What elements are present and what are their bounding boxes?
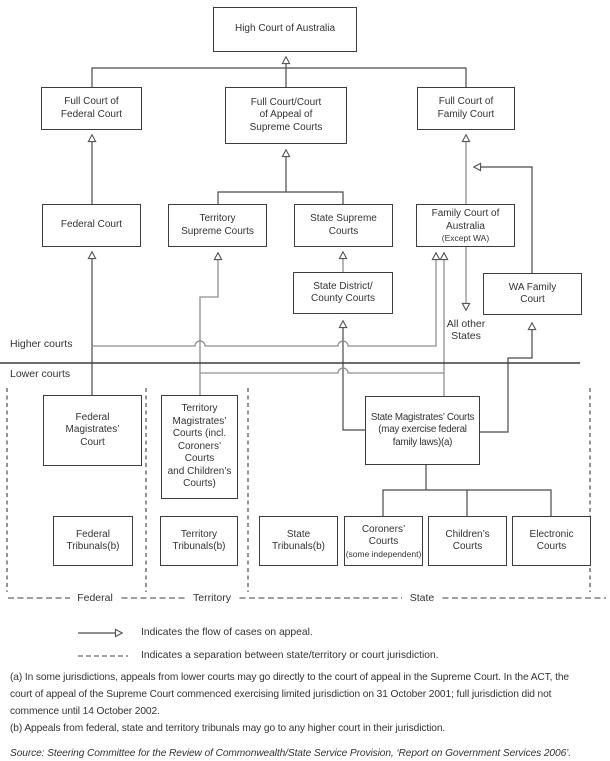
box-label: Full Court of Federal Court bbox=[60, 96, 123, 120]
lower-courts-label: Lower courts bbox=[10, 368, 71, 380]
box-state-magistrates-courts: State Magistrates’ Courts (may exercise … bbox=[365, 396, 480, 465]
box-territory-magistrates-courts: Territory Magistrates’ Courts (incl. Cor… bbox=[161, 395, 238, 499]
region-label-federal: Federal bbox=[70, 592, 120, 604]
box-label: State District/ County Courts bbox=[311, 280, 375, 305]
box-wa-family-court: WA Family Court bbox=[483, 273, 582, 315]
box-label: Coroners’ Courts bbox=[361, 523, 406, 548]
box-label: Full Court/Court of Appeal of Supreme Co… bbox=[249, 96, 323, 133]
box-state-supreme-courts: State Supreme Courts bbox=[294, 204, 393, 247]
box-coroners-courts: Coroners’ Courts (some independent) bbox=[344, 516, 423, 566]
appeal-flow-lines-gray bbox=[92, 135, 466, 396]
source-line: Source: Steering Committee for the Revie… bbox=[10, 748, 572, 759]
box-label: Territory Tribunals(b) bbox=[172, 528, 226, 553]
box-label: State Magistrates’ Courts (may exercise … bbox=[370, 411, 475, 448]
box-territory-supreme-courts: Territory Supreme Courts bbox=[168, 204, 267, 247]
box-territory-tribunals: Territory Tribunals(b) bbox=[160, 516, 238, 566]
box-federal-court: Federal Court bbox=[42, 204, 141, 247]
box-federal-magistrates-court: Federal Magistrates’ Court bbox=[43, 395, 142, 466]
box-state-district-county-courts: State District/ County Courts bbox=[293, 272, 393, 314]
box-label: Territory Magistrates’ Courts (incl. Cor… bbox=[167, 403, 232, 490]
higher-courts-label: Higher courts bbox=[10, 338, 73, 350]
box-family-court-australia: Family Court of Australia (Except WA) bbox=[416, 204, 515, 247]
box-electronic-courts: Electronic Courts bbox=[512, 516, 591, 566]
footnote-a-line1: (a) In some jurisdictions, appeals from … bbox=[10, 672, 570, 683]
footnote-a-line2: court of appeal of the Supreme Court com… bbox=[10, 689, 552, 700]
legend-flow-text: Indicates the flow of cases on appeal. bbox=[141, 627, 313, 638]
box-label: Territory Supreme Courts bbox=[181, 213, 254, 237]
supreme-t-connector bbox=[217, 191, 344, 204]
footnote-b: (b) Appeals from federal, state and terr… bbox=[10, 723, 446, 734]
box-childrens-courts: Children’s Courts bbox=[428, 516, 507, 566]
box-full-court-federal: Full Court of Federal Court bbox=[41, 87, 142, 130]
box-label: Federal Court bbox=[60, 219, 123, 231]
legend-separation-text: Indicates a separation between state/ter… bbox=[141, 650, 439, 661]
box-state-tribunals: State Tribunals(b) bbox=[259, 516, 338, 566]
statemag-bottom-branch bbox=[382, 465, 552, 516]
region-label-territory: Territory bbox=[185, 592, 239, 604]
arrow-terrmag-to-terrsupreme bbox=[199, 253, 218, 395]
top-level-connector bbox=[91, 67, 467, 87]
box-full-court-supreme: Full Court/Court of Appeal of Supreme Co… bbox=[225, 87, 347, 144]
box-label: Federal Tribunals(b) bbox=[66, 528, 120, 553]
region-label-state: State bbox=[402, 592, 442, 604]
box-label: High Court of Australia bbox=[234, 23, 336, 35]
box-high-court: High Court of Australia bbox=[213, 7, 357, 52]
box-full-court-family: Full Court of Family Court bbox=[417, 87, 515, 130]
box-label: State Supreme Courts bbox=[310, 213, 377, 237]
box-sublabel: (Except WA) bbox=[441, 233, 490, 243]
box-label: Federal Magistrates’ Court bbox=[65, 411, 120, 448]
box-federal-tribunals: Federal Tribunals(b) bbox=[53, 516, 133, 566]
box-label: State Tribunals(b) bbox=[272, 528, 325, 553]
box-label: Full Court of Family Court bbox=[437, 96, 495, 120]
box-label: Electronic Courts bbox=[529, 528, 574, 553]
box-label: Children’s Courts bbox=[445, 528, 490, 553]
footnote-a-line3: commence until 14 October 2002. bbox=[10, 706, 160, 717]
box-sublabel: (some independent) bbox=[345, 548, 422, 559]
all-other-states-label: All other States bbox=[446, 318, 486, 342]
statemag-to-district bbox=[343, 321, 365, 431]
box-label: WA Family Court bbox=[508, 281, 557, 306]
box-label: Family Court of Australia bbox=[431, 208, 500, 232]
